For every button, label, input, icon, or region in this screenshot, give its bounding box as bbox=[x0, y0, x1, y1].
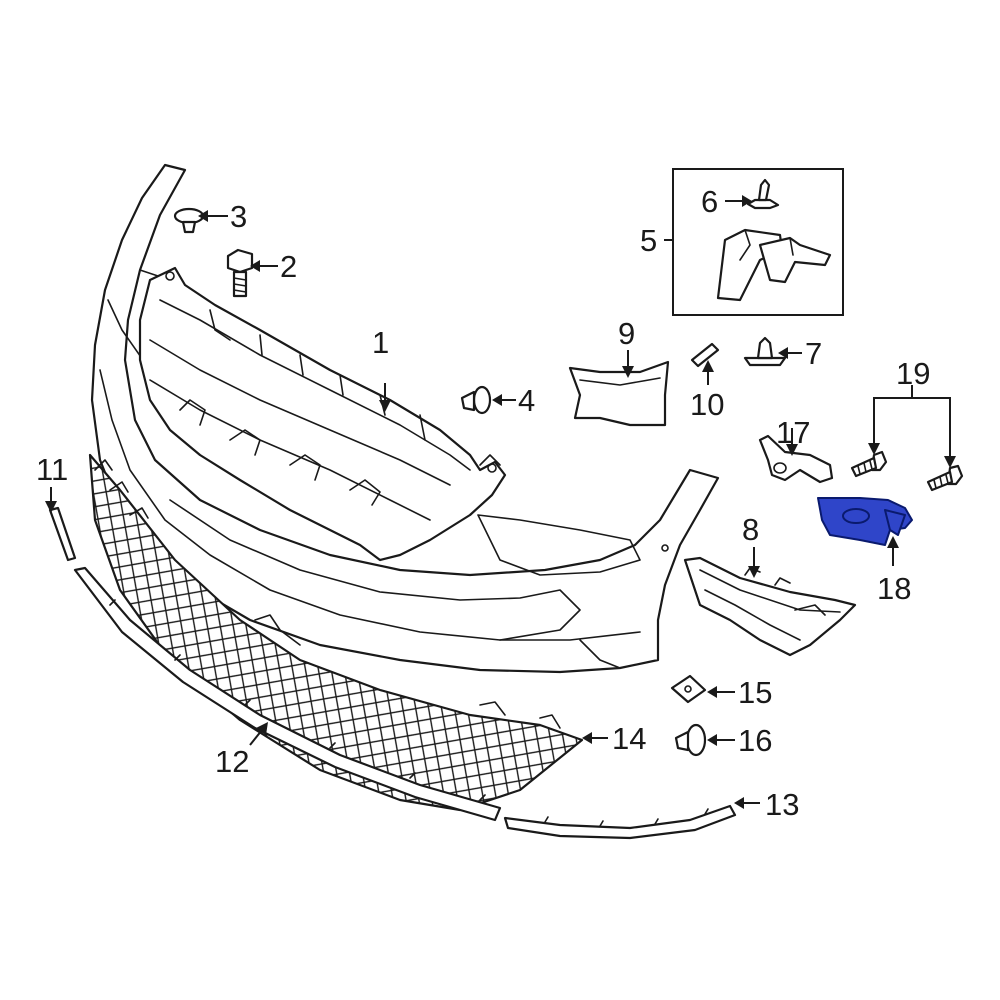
callout-7: 7 bbox=[805, 336, 822, 371]
callout-16: 16 bbox=[738, 723, 772, 758]
callout-9: 9 bbox=[618, 316, 635, 351]
callout-18: 18 bbox=[877, 571, 911, 606]
clip-7 bbox=[743, 336, 787, 367]
callout-14: 14 bbox=[612, 721, 646, 756]
side-trim-piece bbox=[48, 506, 77, 562]
callout-17: 17 bbox=[776, 415, 810, 450]
bracket-17 bbox=[758, 434, 834, 484]
clip-nut-15 bbox=[670, 674, 707, 704]
callout-5: 5 bbox=[640, 223, 657, 258]
side-bracket bbox=[683, 556, 857, 657]
bracket-kit-box bbox=[672, 168, 844, 316]
callout-10: 10 bbox=[690, 387, 724, 422]
mount-bracket-9 bbox=[568, 360, 670, 427]
callout-15: 15 bbox=[738, 675, 772, 710]
clip-4 bbox=[460, 385, 492, 415]
lower-trim-strip-right bbox=[503, 804, 737, 840]
callout-leaders bbox=[45, 195, 956, 809]
callout-1: 1 bbox=[372, 325, 389, 360]
callout-13: 13 bbox=[765, 787, 799, 822]
callout-12: 12 bbox=[215, 744, 249, 779]
push-clip-16 bbox=[674, 723, 707, 757]
callout-8: 8 bbox=[742, 512, 759, 547]
callout-3: 3 bbox=[230, 199, 247, 234]
push-clip-3 bbox=[173, 207, 205, 234]
screw-19-right bbox=[926, 464, 964, 492]
screw-19-left bbox=[850, 450, 888, 478]
callout-4: 4 bbox=[518, 383, 535, 418]
callout-19: 19 bbox=[896, 356, 930, 391]
bumper-inner-frame bbox=[138, 266, 669, 562]
pin-10 bbox=[690, 342, 720, 368]
callout-11: 11 bbox=[36, 452, 68, 487]
bolt-2 bbox=[226, 248, 254, 298]
callout-6: 6 bbox=[701, 184, 718, 219]
lower-trim-strip bbox=[73, 566, 502, 822]
highlighted-bracket-18[interactable] bbox=[817, 497, 913, 546]
callout-2: 2 bbox=[280, 249, 297, 284]
callout-labels: 1 2 3 4 5 6 7 8 9 10 11 12 13 14 15 16 1… bbox=[36, 184, 930, 822]
